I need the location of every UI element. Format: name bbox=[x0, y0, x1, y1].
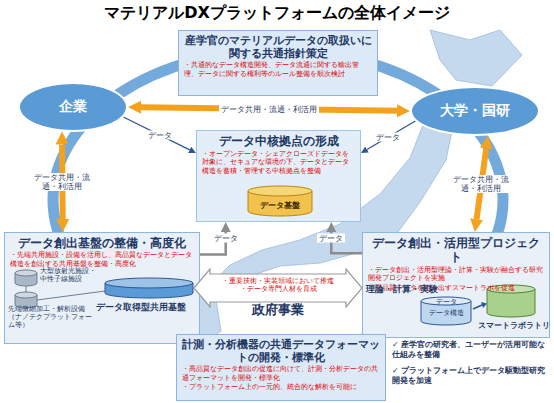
diagram-title: マテリアルDXプラットフォームの全体イメージ bbox=[104, 3, 450, 22]
figure-label: データ取得型共用基盤 bbox=[96, 302, 196, 312]
figure-label: 理論・計算・実験 bbox=[366, 284, 442, 294]
data-creation-box: データ創出基盤の整備・高度化・先端共用施設・設備を活用し、高品質なデータとデータ… bbox=[4, 232, 200, 344]
figure-label: スマートラボラトリ bbox=[478, 321, 550, 330]
node-heading: データ基盤 bbox=[260, 200, 300, 211]
government-arrow: 政府事業 ・重要技術・実装領域において推進・データ専門人材を育成 bbox=[193, 268, 363, 330]
company-ellipse: 企業 bbox=[18, 82, 128, 132]
node-text: ・共通的なデータ構造開発、データ流通に関する輸出管理、データに関する権利等のルー… bbox=[184, 61, 372, 78]
svg-part bbox=[15, 292, 37, 298]
svg-part bbox=[248, 186, 312, 196]
node-heading: 計測・分析機器の共通データフォーマットの開発・標準化 bbox=[182, 338, 380, 364]
svg-part bbox=[473, 305, 482, 309]
node-heading: 政府事業 bbox=[252, 301, 304, 319]
node-text: ・プラットフォーム上の一元的、統合的な解析を可能に bbox=[182, 383, 380, 391]
university-ellipse: 大学・国研 bbox=[410, 86, 540, 136]
data-base-cylinder: データ基盤 bbox=[247, 185, 313, 217]
node-text: ・データ専門人材を育成 bbox=[240, 285, 317, 293]
node-heading: データ創出・活用型プロジェクト bbox=[368, 236, 544, 265]
figure-label: データ構造 bbox=[422, 309, 470, 317]
edge-label: データ bbox=[374, 133, 402, 142]
guideline-box: 産学官のマテリアルデータの取扱いに関する共通指針策定・共通的なデータ構造開発、デ… bbox=[178, 30, 378, 96]
node-text: ・高品質なデータ創出の促進に向けて、計測・分析データの共通フォーマットを開発・標… bbox=[182, 365, 380, 382]
figure-label: ✓ プラットフォーム上でデータ駆動型研究開発を加速 bbox=[392, 366, 550, 386]
data-arrow bbox=[367, 121, 415, 150]
data-hub-box: データ中核拠点の形成・オープンデータ・シェアクローズドデータを対象に、セキュアな… bbox=[196, 130, 361, 222]
figure-label: 先端微細加工・解析設備（ナノテクプラットフォーム等） bbox=[8, 306, 92, 329]
node-text: ・重要技術・実装領域において推進 bbox=[222, 277, 334, 285]
edge-label: データ bbox=[317, 233, 345, 242]
svg-part bbox=[15, 270, 37, 276]
figure-label: データ bbox=[428, 298, 464, 306]
svg-part bbox=[430, 30, 522, 86]
edge-label: データ共用・流通・利活用 bbox=[448, 175, 514, 193]
data-arrow bbox=[123, 117, 189, 150]
node-heading: 大学・国研 bbox=[440, 102, 510, 120]
edge-label: データ bbox=[212, 234, 240, 243]
node-heading: データ創出基盤の整備・高度化 bbox=[10, 236, 194, 250]
svg-part bbox=[481, 302, 487, 308]
title-bar: マテリアルDXプラットフォームの全体イメージ bbox=[0, 3, 554, 24]
edge-label: データ共用・流通・利活用 bbox=[219, 105, 319, 114]
node-text: ・先端共用施設・設備を活用し、高品質なデータとデータ構造を創出する共用基盤を整備… bbox=[10, 251, 194, 268]
figure-label: 大型放射光施設・中性子線施設 bbox=[40, 268, 98, 284]
edge-label: データ共用・流通・利活用 bbox=[29, 173, 95, 191]
svg-part bbox=[26, 286, 27, 292]
node-heading: データ中核拠点の形成 bbox=[202, 134, 355, 149]
node-heading: 企業 bbox=[59, 98, 87, 116]
format-box: 計測・分析機器の共通データフォーマットの開発・標準化・高品質なデータ創出の促進に… bbox=[176, 334, 386, 401]
figure-label: ✓ 産学官の研究者、ユーザーが活用可能な仕組みを整備 bbox=[392, 340, 550, 360]
svg-part bbox=[105, 278, 193, 288]
svg-part bbox=[37, 291, 105, 300]
node-text: ・データ創出・活用型理論・計算・実験が融合する研究開発プロジェクトを実施 bbox=[368, 266, 544, 283]
node-text: ・オープンデータ・シェアクローズドデータを対象に、セキュアな環境の下、データとデ… bbox=[202, 150, 355, 175]
edge-label: データ bbox=[146, 131, 174, 140]
svg-part bbox=[194, 269, 362, 307]
node-heading: 産学官のマテリアルデータの取扱いに関する共通指針策定 bbox=[184, 34, 372, 60]
